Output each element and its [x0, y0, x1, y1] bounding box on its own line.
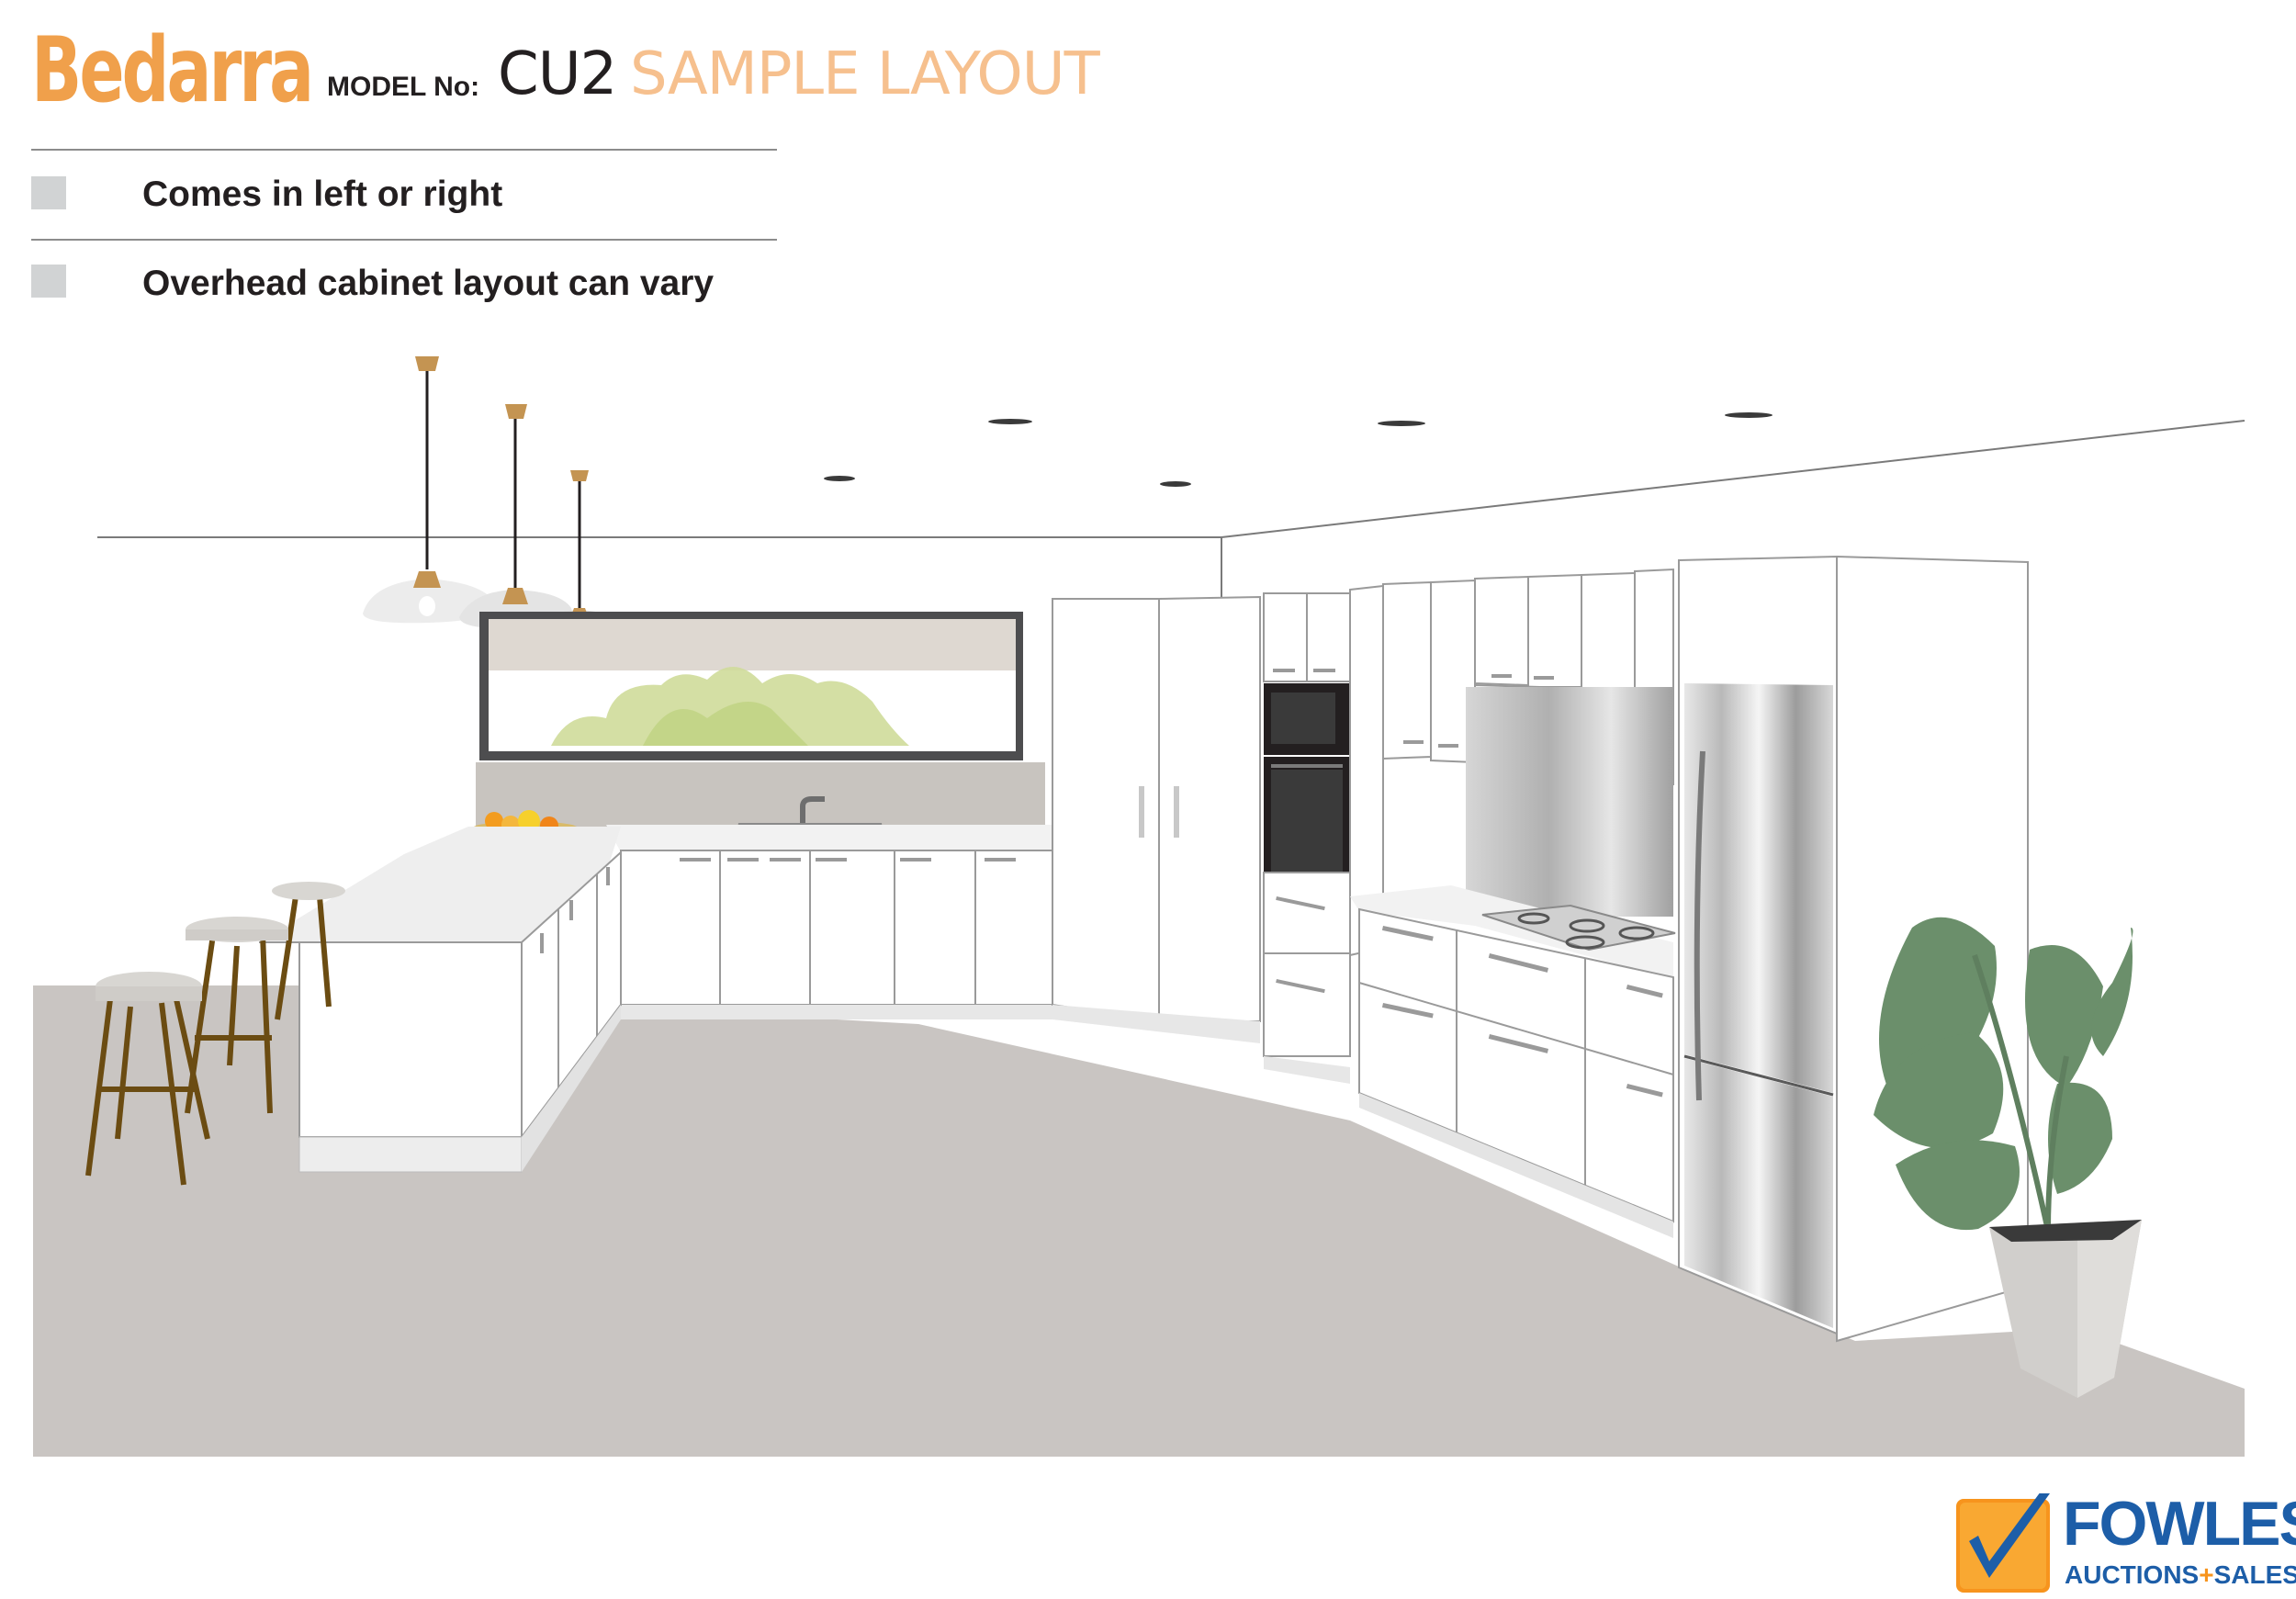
fowles-logo: FOWLES AUCTIONS+SALES	[1954, 1489, 2296, 1599]
logo-tagline-auctions: AUCTIONS	[2065, 1560, 2200, 1589]
checkmark-icon	[1956, 1493, 2050, 1593]
right-counter	[1350, 885, 1674, 1238]
logo-tagline: AUCTIONS+SALES	[2065, 1560, 2296, 1590]
downlights	[824, 412, 1773, 487]
back-counter	[606, 825, 1064, 1019]
note-left-or-right: Comes in left or right	[142, 175, 503, 214]
splashback	[1466, 687, 1673, 917]
pot-plant-icon	[1874, 917, 2142, 1398]
pendant-light-icon	[363, 356, 625, 642]
logo-wordmark: FOWLES	[2063, 1489, 2296, 1559]
window-icon	[479, 612, 1023, 760]
cooktop-icon	[1481, 904, 1676, 952]
wall-lines	[97, 420, 2245, 597]
note-cabinet-layout: Overhead cabinet layout can vary	[142, 264, 715, 303]
pantry-cabinet	[1052, 595, 1261, 1043]
floor	[33, 985, 2245, 1457]
note-bullet-2	[31, 265, 66, 298]
model-title: SAMPLE LAYOUT	[630, 40, 1100, 108]
model-code: CU2	[498, 40, 617, 108]
bar-stool-icon	[85, 895, 332, 1186]
oven-tower	[1263, 592, 1351, 1084]
logo-tagline-sales: SALES	[2213, 1560, 2296, 1589]
divider-top	[31, 149, 777, 151]
peninsula-counter	[259, 827, 622, 1173]
stool-seats	[96, 882, 345, 1001]
logo-tagline-plus: +	[2199, 1560, 2214, 1589]
model-number-label: MODEL No:	[327, 72, 480, 102]
brand-logo: Bedarra	[31, 18, 314, 123]
note-bullet-1	[31, 176, 66, 209]
fridge-icon	[1678, 555, 1838, 1335]
divider-middle	[31, 239, 777, 241]
